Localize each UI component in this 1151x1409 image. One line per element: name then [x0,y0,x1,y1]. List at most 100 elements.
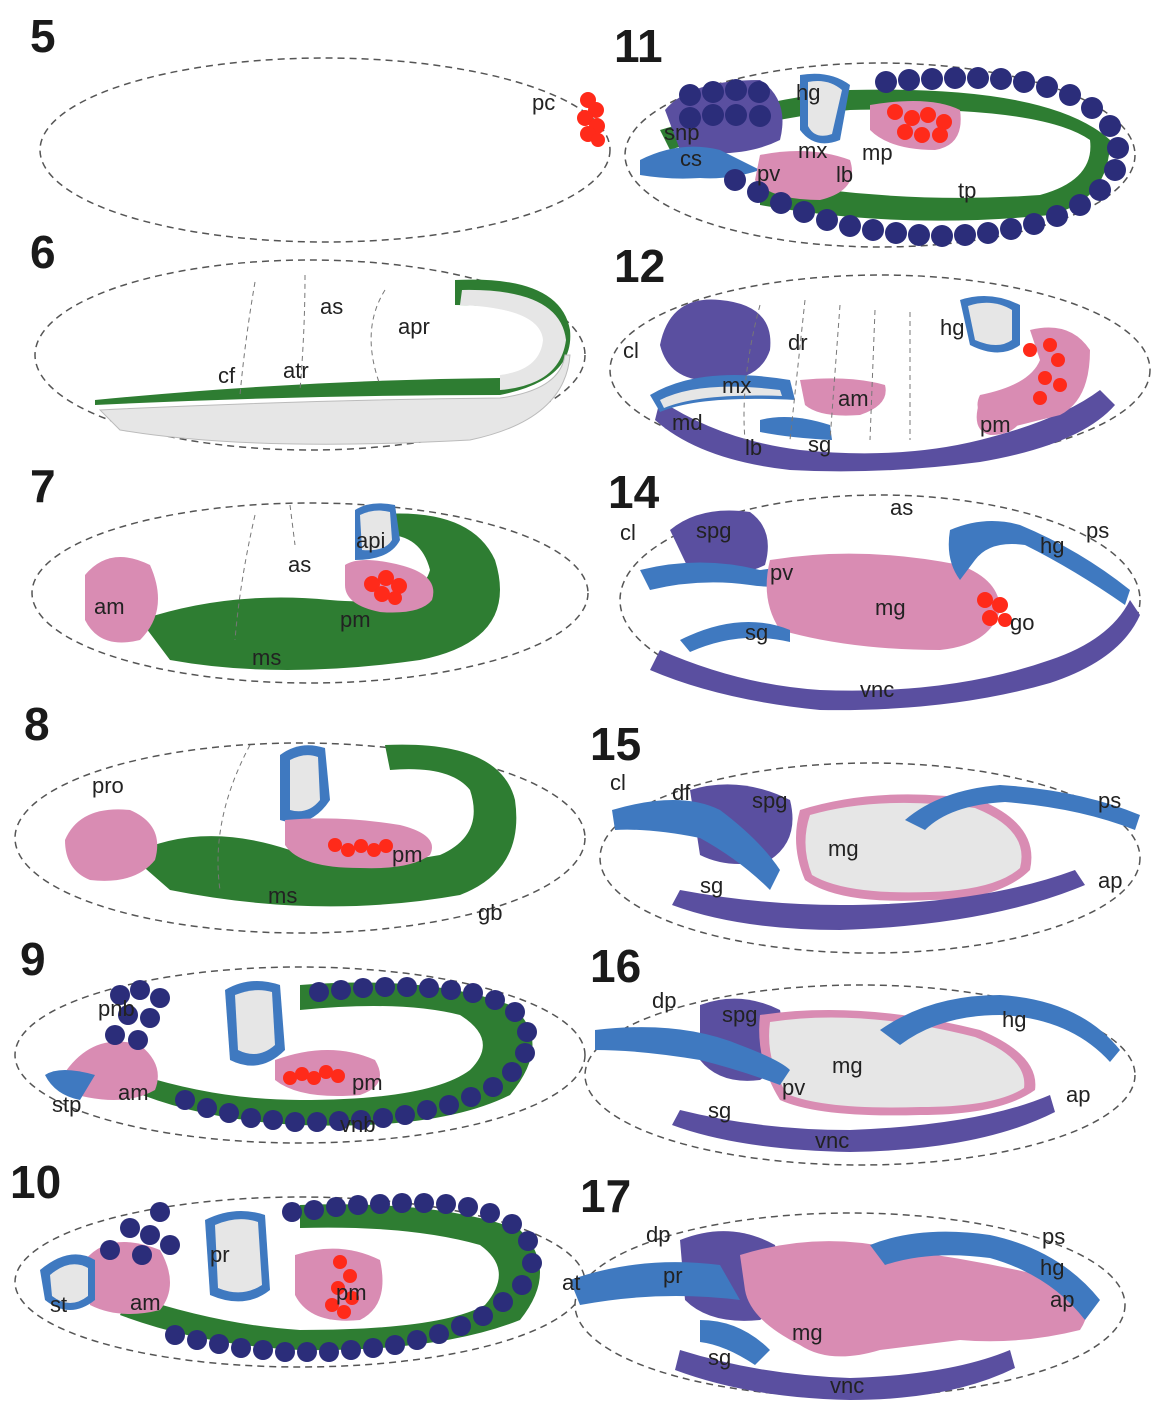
label-dp: dp [646,1222,670,1247]
label-df: df [672,780,691,805]
stage-number-14: 14 [608,466,660,518]
label-vnc: vnc [860,677,894,702]
label-pr: pr [210,1242,230,1267]
stage-number-8: 8 [24,698,50,750]
label-mg: mg [875,595,906,620]
label-api: api [356,528,385,553]
label-ps: ps [1098,788,1121,813]
label-pv: pv [782,1075,805,1100]
panel-10: 10 pr st am pm [10,1156,585,1367]
label-hg: hg [1002,1007,1026,1032]
panel-17: 17 dp ps at pr hg ap mg sg vnc [562,1170,1125,1400]
label-snp: snp [664,120,699,145]
label-pv: pv [770,560,793,585]
label-ap: ap [1066,1082,1090,1107]
label-am: am [94,594,125,619]
label-stp: stp [52,1092,81,1117]
label-lb: lb [836,162,853,187]
label-sg: sg [808,432,831,457]
stage-number-10: 10 [10,1156,61,1208]
label-at: at [562,1270,580,1295]
label-tp: tp [958,178,976,203]
label-mg: mg [832,1053,863,1078]
panel-6: 6 as apr cf atr [30,226,585,450]
stage-number-7: 7 [30,460,56,512]
brain-lobe [660,300,770,381]
panel-12: 12 cl dr hg mx am md pm lb sg [610,240,1150,471]
stage-number-12: 12 [614,240,665,292]
label-vnb: vnb [340,1112,375,1137]
label-lb: lb [745,435,762,460]
label-sg: sg [745,620,768,645]
label-mp: mp [862,140,893,165]
label-hg: hg [1040,533,1064,558]
stage-number-6: 6 [30,226,56,278]
label-pro: pro [92,773,124,798]
label-hg: hg [796,80,820,105]
label-as: as [890,495,913,520]
stage-number-11: 11 [614,20,663,72]
label-pm: pm [980,412,1011,437]
label-st: st [50,1292,67,1317]
embryo-outline [40,58,610,242]
label-cf: cf [218,363,236,388]
label-mg: mg [828,836,859,861]
label-apr: apr [398,314,430,339]
stage-number-15: 15 [590,718,641,770]
label-sg: sg [700,873,723,898]
label-pm: pm [340,607,371,632]
label-am: am [838,386,869,411]
label-mg: mg [792,1320,823,1345]
label-go: go [1010,610,1034,635]
stage-number-5: 5 [30,10,56,62]
panel-15: 15 cl df spg ps mg sg ap [590,718,1140,953]
panel-14: 14 as cl spg hg ps pv mg sg go vnc [608,466,1140,710]
label-hg: hg [1040,1255,1064,1280]
panel-16: 16 dp spg hg mg pv ap sg vnc [585,940,1135,1165]
label-ap: ap [1098,868,1122,893]
label-ap: ap [1050,1287,1074,1312]
label-mx: mx [798,138,827,163]
panel-7: 7 api as am pm ms [30,460,588,683]
stage-number-17: 17 [580,1170,631,1222]
label-ps: ps [1086,518,1109,543]
label-ms: ms [252,645,281,670]
label-pr: pr [663,1263,683,1288]
label-sg: sg [708,1345,731,1370]
panel-9: 9 pnb am pm stp vnb [15,933,585,1143]
label-as: as [320,294,343,319]
label-hg: hg [940,315,964,340]
label-pm: pm [336,1280,367,1305]
label-dr: dr [788,330,808,355]
label-ps: ps [1042,1224,1065,1249]
label-vnc: vnc [815,1128,849,1153]
panel-11: 11 hg snp mx mp cs pv lb tp [614,20,1135,247]
label-as: as [288,552,311,577]
label-gb: gb [478,900,502,925]
label-spg: spg [752,788,787,813]
label-am: am [130,1290,161,1315]
label-pv: pv [757,161,780,186]
label-cl: cl [623,338,639,363]
yolk-region [235,990,275,1054]
panel-5: 5 pc [30,10,610,242]
label-md: md [672,410,703,435]
label-atr: atr [283,358,309,383]
label-cl: cl [620,520,636,545]
panel-8: 8 pro pm ms gb [15,698,585,933]
label-mx: mx [722,373,751,398]
stage-number-9: 9 [20,933,46,985]
stage-number-16: 16 [590,940,641,992]
label-spg: spg [696,518,731,543]
label-sg: sg [708,1098,731,1123]
label-cs: cs [680,146,702,171]
label-cl: cl [610,770,626,795]
yolk-region [290,755,320,811]
label-pnb: pnb [98,996,135,1021]
label-pm: pm [352,1070,383,1095]
label-vnc: vnc [830,1373,864,1398]
label-pc: pc [532,90,555,115]
label-spg: spg [722,1002,757,1027]
label-dp: dp [652,988,676,1013]
